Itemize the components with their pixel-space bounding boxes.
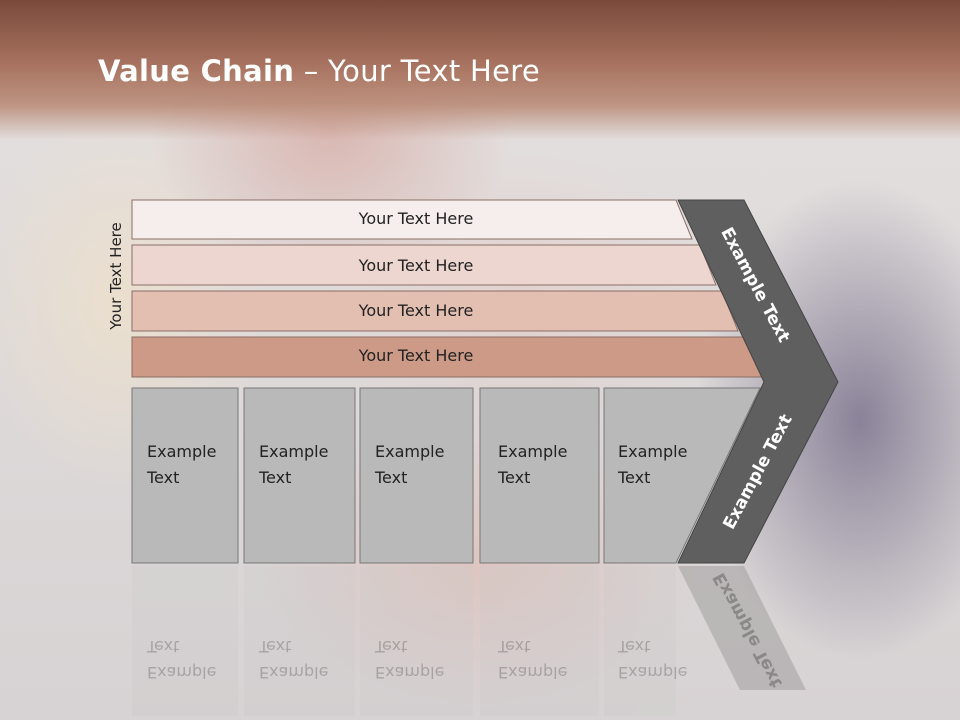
box-1-line2: Text — [147, 468, 180, 487]
box-3-line2: Text — [375, 468, 408, 487]
bar-3-label: Your Text Here — [358, 301, 474, 320]
box-5[interactable] — [603, 387, 761, 564]
box-1-refl-line2: Text — [147, 637, 180, 656]
box-2-text-reflection: Example Text — [259, 633, 349, 685]
box-2-line2: Text — [259, 468, 292, 487]
box-3-line1: Example — [375, 442, 445, 461]
chevron-reflection — [678, 566, 806, 690]
box-4-refl-line1: Example — [498, 663, 568, 682]
box-3-refl-line1: Example — [375, 663, 445, 682]
box-1[interactable] — [131, 387, 239, 564]
box-3-refl-line2: Text — [375, 637, 408, 656]
box-2-line1: Example — [259, 442, 329, 461]
box-1-refl-line1: Example — [147, 663, 217, 682]
box-4-refl-line2: Text — [498, 637, 531, 656]
box-3[interactable] — [359, 387, 474, 564]
box-2[interactable] — [243, 387, 356, 564]
chevron-arrow[interactable] — [677, 199, 839, 564]
title-banner — [0, 0, 960, 140]
box-4-line1: Example — [498, 442, 568, 461]
box-4-line2: Text — [498, 468, 531, 487]
box-4-text-reflection: Example Text — [498, 633, 588, 685]
bar-2-label: Your Text Here — [358, 256, 474, 275]
box-5-text-reflection: Example Text — [618, 633, 708, 685]
slide-title: Value Chain – Your Text Here — [98, 54, 540, 88]
box-4[interactable] — [479, 387, 600, 564]
box-2-refl-line2: Text — [259, 637, 292, 656]
box-1-text-reflection: Example Text — [147, 633, 237, 685]
bar-3[interactable] — [131, 290, 739, 332]
box-3-text-reflection: Example Text — [375, 633, 465, 685]
box-reflections — [132, 566, 676, 716]
box-5-line2: Text — [618, 468, 651, 487]
box-5-line1: Example — [618, 442, 688, 461]
bar-1[interactable] — [131, 199, 693, 240]
bar-4-label: Your Text Here — [358, 346, 474, 365]
box-5-refl-line2: Text — [618, 637, 651, 656]
box-5-refl-line1: Example — [618, 663, 688, 682]
title-rest: – Your Text Here — [294, 54, 540, 88]
box-2-refl-line1: Example — [259, 663, 329, 682]
box-1-line1: Example — [147, 442, 217, 461]
title-bold: Value Chain — [98, 54, 295, 88]
bar-2[interactable] — [131, 244, 717, 286]
bar-1-label: Your Text Here — [358, 209, 474, 228]
